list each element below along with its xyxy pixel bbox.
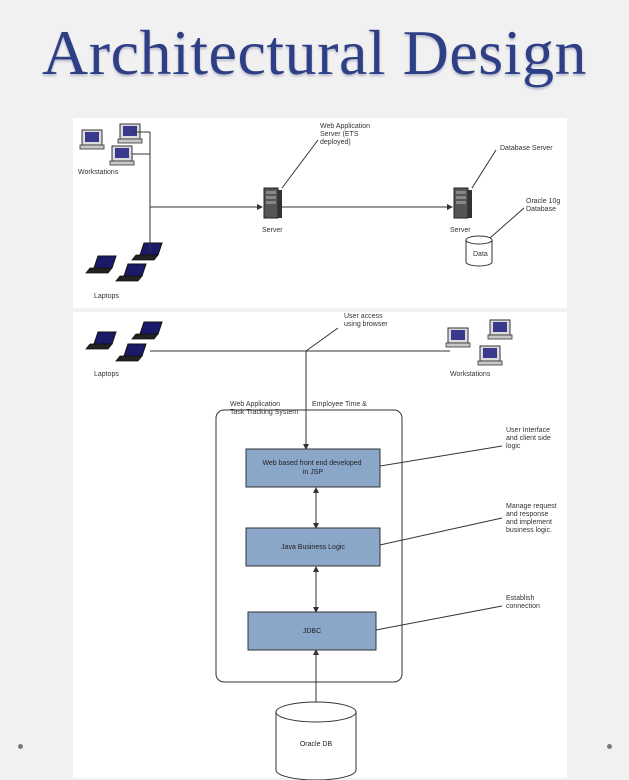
- jsp-layer-label: Web based front end developed in JSP: [262, 460, 363, 476]
- business-note: Manage request and response and implemen…: [506, 503, 559, 534]
- db-server-icon: [453, 187, 473, 219]
- business-note-line-4: business logic.: [506, 527, 552, 534]
- web-server-note: Web Application Server (ETS deployed): [320, 123, 372, 146]
- system-title-left-line-2: Task Tracking System: [230, 409, 298, 416]
- web-server-note-line-1: Web Application: [320, 123, 370, 130]
- workstations-bottom: [445, 319, 513, 366]
- jdbc-label: JDBC: [303, 628, 321, 635]
- ui-note-line-2: and client side: [506, 435, 551, 442]
- ui-note-line-1: User Interface: [506, 427, 550, 434]
- workstations-label-top: Workstations: [78, 169, 119, 176]
- web-server-label: Server: [262, 227, 283, 234]
- oracle-db-label: Oracle DB: [300, 741, 333, 748]
- laptops-label-bottom: Laptops: [94, 371, 119, 378]
- workstations-top: [79, 123, 143, 166]
- access-note-line-1: User access: [344, 313, 383, 320]
- network-lines-top: [132, 131, 525, 252]
- db-server-note: Database Server: [500, 145, 553, 152]
- web-server-note-line-2: Server (ETS: [320, 131, 359, 138]
- bullet-left: [18, 744, 23, 749]
- oracle-note-line-1: Oracle 10g: [526, 198, 560, 205]
- jdbc-note-line-1: Establish: [506, 595, 535, 602]
- data-label: Data: [473, 251, 488, 258]
- ui-note: User Interface and client side logic: [506, 427, 553, 450]
- network-diagram-panel: [73, 118, 567, 308]
- oracle-db-cylinder-icon: [275, 701, 357, 780]
- system-title-left: Web Application Task Tracking System: [230, 401, 298, 416]
- oracle-note-line-2: Database: [526, 206, 556, 213]
- db-server-label: Server: [450, 227, 471, 234]
- access-note-line-2: using browser: [344, 321, 388, 328]
- jdbc-note: Establish connection: [506, 595, 540, 610]
- laptops-top: [85, 242, 163, 282]
- workstations-label-bottom: Workstations: [450, 371, 491, 378]
- web-server-note-line-3: deployed): [320, 139, 351, 146]
- business-logic-label: Java Business Logic: [281, 544, 345, 551]
- business-logic-box: [245, 527, 381, 567]
- jdbc-note-line-2: connection: [506, 603, 540, 610]
- web-server-icon: [263, 187, 283, 219]
- data-cylinder-icon: [465, 235, 493, 267]
- access-note: User access using browser: [344, 313, 388, 328]
- jsp-layer-label-line-1: Web based front end developed: [262, 460, 361, 467]
- oracle-note: Oracle 10g Database: [526, 198, 562, 213]
- laptops-bottom: [85, 321, 163, 362]
- ui-note-line-3: logic: [506, 443, 521, 450]
- laptops-label-top: Laptops: [94, 293, 119, 300]
- jsp-layer-box: [245, 448, 381, 488]
- system-title-left-line-1: Web Application: [230, 401, 280, 408]
- business-note-line-3: and implement: [506, 519, 552, 526]
- jdbc-box: [247, 611, 377, 651]
- bullet-right: [607, 744, 612, 749]
- slide-title: Architectural Design: [42, 17, 587, 88]
- business-note-line-1: Manage request: [506, 503, 557, 510]
- business-note-line-2: and response: [506, 511, 549, 518]
- network-lines-bottom: [150, 327, 503, 713]
- jsp-layer-label-line-2: in JSP: [303, 469, 324, 476]
- system-title-right: Employee Time &: [312, 401, 367, 408]
